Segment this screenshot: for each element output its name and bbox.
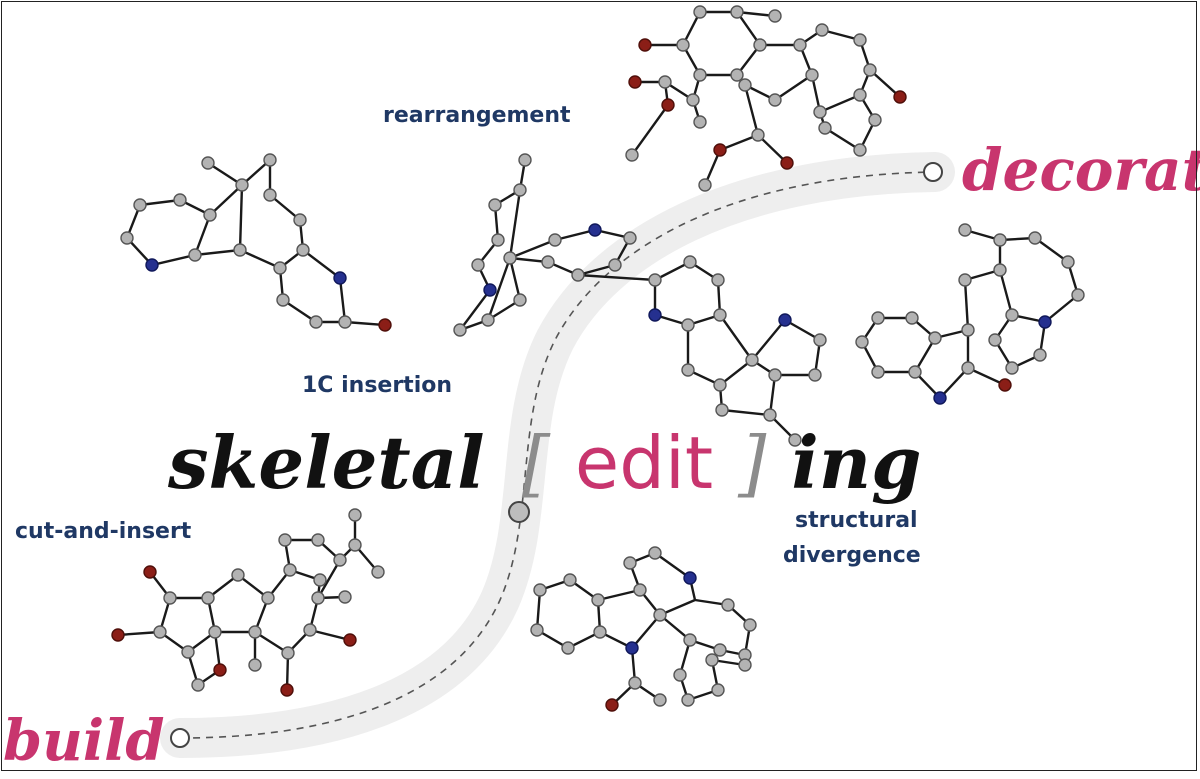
title-edit: edit [575,421,713,505]
title-bracket-open: [ [522,421,551,505]
end-node [923,162,943,182]
molecule-spiroindoline [530,546,757,712]
molecule-polycyclic-dione [111,508,385,697]
pathway-dashed-line [179,171,936,739]
title-prefix: skeletal [167,420,485,505]
molecule-bicyclic-lactam [120,153,392,332]
label-cut-and-insert: cut-and-insert [15,519,192,544]
title-suffix: ing [791,420,921,505]
midpoint-node [508,501,530,523]
label-rearrangement: rearrangement [383,103,571,128]
endpoint-build: build [3,708,165,774]
molecule-indole-lactam [855,223,1085,405]
endpoint-decorate: decorate [962,136,1200,204]
start-node [170,728,190,748]
label-structural: structural [795,508,918,533]
molecule-decorated [625,5,907,192]
molecule-dimer [453,153,827,447]
synthesis-pathway [160,152,955,758]
title-skeletal-editing: skeletal [ edit ] ing [167,420,921,505]
title-bracket-close: ] [737,421,767,505]
label-1c-insertion: 1C insertion [302,373,452,398]
label-divergence: divergence [783,543,921,568]
